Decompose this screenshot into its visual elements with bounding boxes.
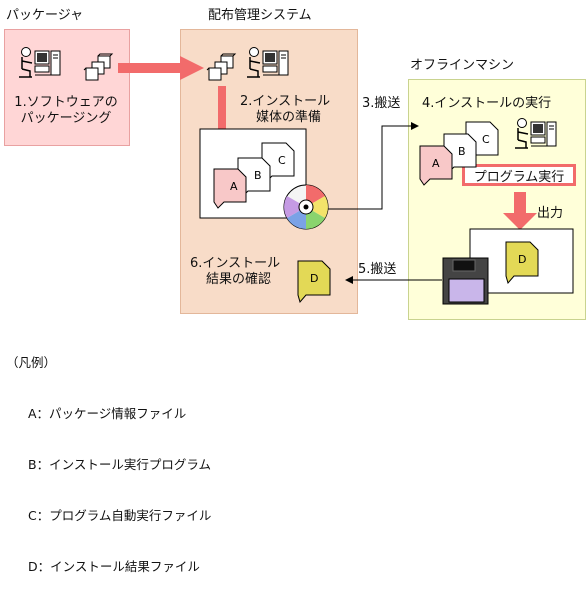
program-exec-label: プログラム実行 [473, 170, 565, 185]
legend-title: （凡例） [6, 355, 57, 370]
legend: （凡例） A：パッケージ情報ファイル B：インストール実行プログラム C：プログ… [6, 320, 211, 592]
packager-title: パッケージャ [6, 8, 84, 23]
offline-zone [408, 79, 586, 320]
step2-line1: 2.インストール [240, 94, 331, 109]
output-label: 出力 [537, 206, 564, 221]
step1-line1: 1.ソフトウェアの [14, 95, 118, 110]
legend-item-d: D：インストール結果ファイル [28, 559, 200, 574]
offline-title: オフラインマシン [410, 58, 515, 73]
step2-line2: 媒体の準備 [256, 110, 322, 125]
step6-line1: 6.インストール [190, 256, 281, 271]
packager-zone [4, 29, 130, 146]
step4-label: 4.インストールの実行 [422, 96, 552, 111]
step2-label: 2.インストール 媒体の準備 [240, 94, 330, 126]
step1-label: 1.ソフトウェアの パッケージング [12, 95, 120, 127]
step5-label: 5.搬送 [358, 262, 397, 277]
step6-line2: 結果の確認 [206, 272, 272, 287]
step6-label: 6.インストール 結果の確認 [190, 256, 280, 288]
step3-label: 3.搬送 [362, 96, 401, 111]
legend-item-b: B：インストール実行プログラム [28, 457, 211, 472]
distribution-title: 配布管理システム [208, 8, 312, 23]
legend-item-c: C：プログラム自動実行ファイル [28, 508, 212, 523]
program-exec-box: プログラム実行 [462, 164, 576, 186]
step1-line2: パッケージング [20, 111, 112, 126]
legend-item-a: A：パッケージ情報ファイル [28, 406, 187, 421]
